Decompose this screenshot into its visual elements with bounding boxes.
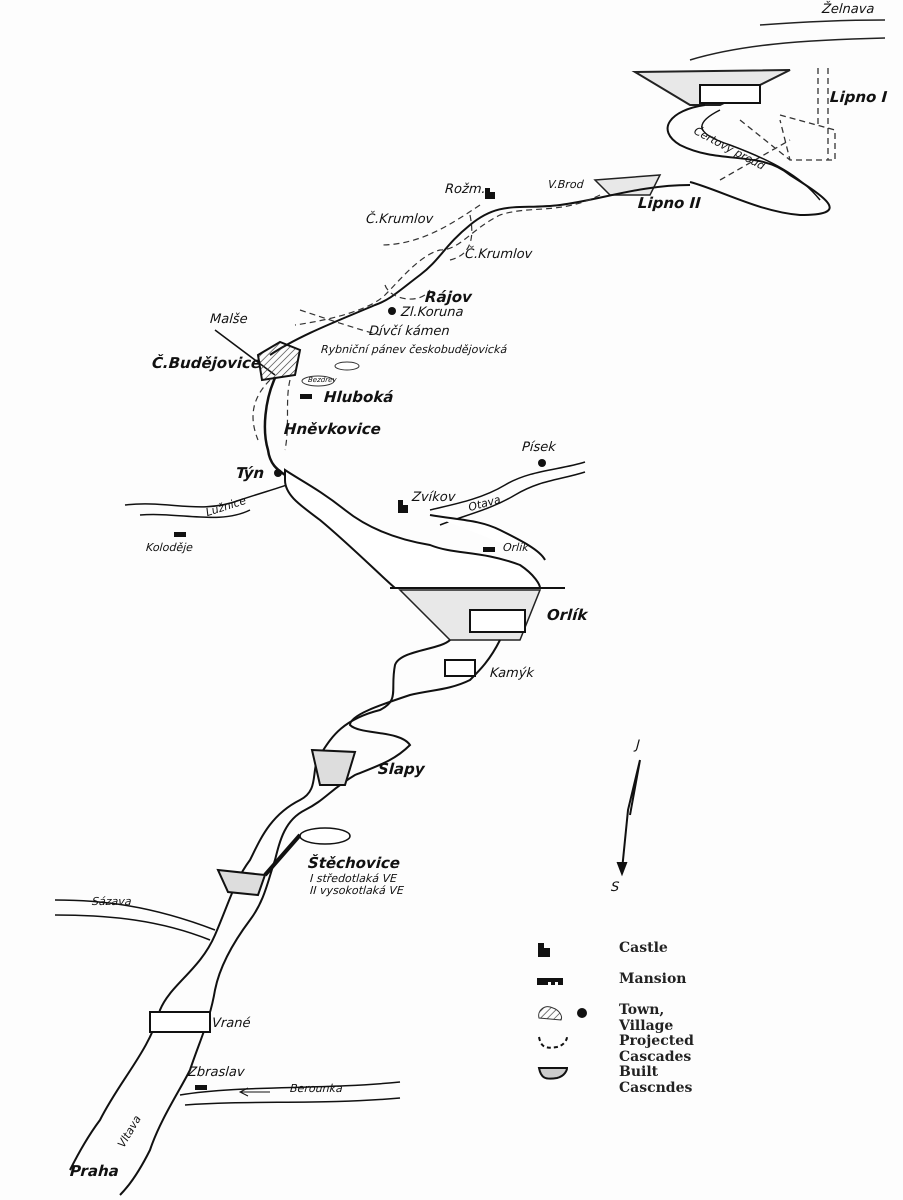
village-icon: [274, 469, 282, 477]
castle-icon: [538, 943, 550, 957]
orlik-reservoir: [284, 468, 546, 589]
village-icon: [538, 459, 546, 467]
label-c-krumlov-1: Č.Krumlov: [365, 212, 434, 227]
label-divci-kamen: Dívčí kámen: [368, 324, 451, 339]
sazava-river: [54, 899, 216, 941]
built-cascade-icon: [537, 1067, 569, 1080]
label-zbraslav: Zbraslav: [187, 1065, 246, 1080]
stechovice-reservoir: [299, 827, 351, 845]
castle-icon: [398, 500, 408, 513]
label-slapy: Slapy: [377, 760, 426, 778]
lipno1-projected: [719, 68, 836, 181]
label-zl-koruna: Zl.Koruna: [400, 305, 464, 320]
certovy-proud-river: [666, 104, 831, 217]
compass-arrow-icon: [621, 759, 641, 871]
castle-icon: [485, 188, 495, 199]
label-kamyk: Kamýk: [489, 666, 535, 681]
otava-river: [429, 461, 586, 526]
middle-vltava: [263, 377, 286, 477]
label-zvikov: Zvíkov: [411, 490, 456, 505]
mansion-icon: [300, 394, 312, 399]
label-lipno2: Lipno II: [637, 194, 702, 212]
label-orlik-mansion: Orlík: [502, 541, 530, 554]
projected-cascades-upper: [294, 194, 601, 336]
projected-cascade-icon: [538, 1036, 568, 1049]
label-rajov: Rájov: [424, 288, 473, 306]
village-icon: [388, 307, 396, 315]
label-rozm: Rožm.: [444, 182, 487, 197]
compass-north-label: J: [635, 738, 641, 753]
legend-label: Projected Cascades: [619, 1033, 694, 1065]
stechovice-dam: [216, 868, 267, 897]
label-stechovice-2: II vysokotlaká VE: [309, 884, 405, 897]
label-kolodeje: Koloděje: [145, 541, 194, 554]
lipno1-dam: [699, 84, 761, 104]
bezdrev-pond: [301, 375, 335, 387]
legend-label: Castle: [619, 940, 668, 956]
arrow-icon: [238, 1087, 270, 1097]
legend-label: Built Cascndes: [619, 1064, 693, 1096]
label-berounka: Berounka: [289, 1082, 344, 1095]
mansion-icon: [195, 1085, 207, 1090]
label-hluboka: Hluboká: [323, 388, 395, 406]
label-stechovice: Štěchovice: [307, 854, 401, 872]
mansion-icon: [483, 547, 495, 552]
lower-vltava-left: [69, 639, 451, 1171]
label-tyn: Týn: [235, 464, 265, 482]
label-sazava: Sázava: [91, 895, 132, 908]
legend-label: Mansion: [619, 971, 687, 987]
label-zelnava: Želnava: [821, 2, 875, 17]
slapy-dam: [310, 748, 357, 786]
label-lipno1: Lipno I: [829, 88, 888, 106]
berounka-river: [179, 1081, 401, 1106]
label-malse: Malše: [209, 312, 249, 327]
mansion-icon: [174, 532, 186, 537]
compass-south-label: S: [610, 880, 620, 895]
label-c-budejovice: Č.Budějovice: [151, 354, 262, 372]
label-vrane: Vrané: [211, 1016, 251, 1031]
upper-vltava: [269, 184, 691, 356]
vrane-dam: [149, 1011, 211, 1033]
budejovice-town: [256, 340, 302, 382]
luznice-river: [124, 479, 299, 519]
label-orlik-dam: Orlík: [546, 606, 589, 624]
label-c-krumlov-2: Č.Krumlov: [464, 247, 533, 262]
pond: [334, 361, 360, 371]
label-bezdrev: Bezdrev: [307, 376, 337, 384]
label-praha: Praha: [69, 1162, 120, 1180]
town-village-icon: [538, 1006, 587, 1021]
label-hnevkovice: Hněvkovice: [283, 420, 382, 438]
lipno2-dam: [593, 174, 662, 196]
lower-vltava-right: [119, 639, 501, 1196]
legend-label: Town, Village: [619, 1002, 674, 1034]
label-v-brod: V.Brod: [547, 178, 585, 191]
mansion-icon: [537, 978, 563, 985]
kamyk-dam: [444, 659, 476, 677]
label-rybnicni-panev: Rybniční pánev českobudějovická: [320, 343, 508, 356]
label-pisek: Písek: [521, 440, 557, 455]
zelnava-river: [689, 19, 886, 61]
